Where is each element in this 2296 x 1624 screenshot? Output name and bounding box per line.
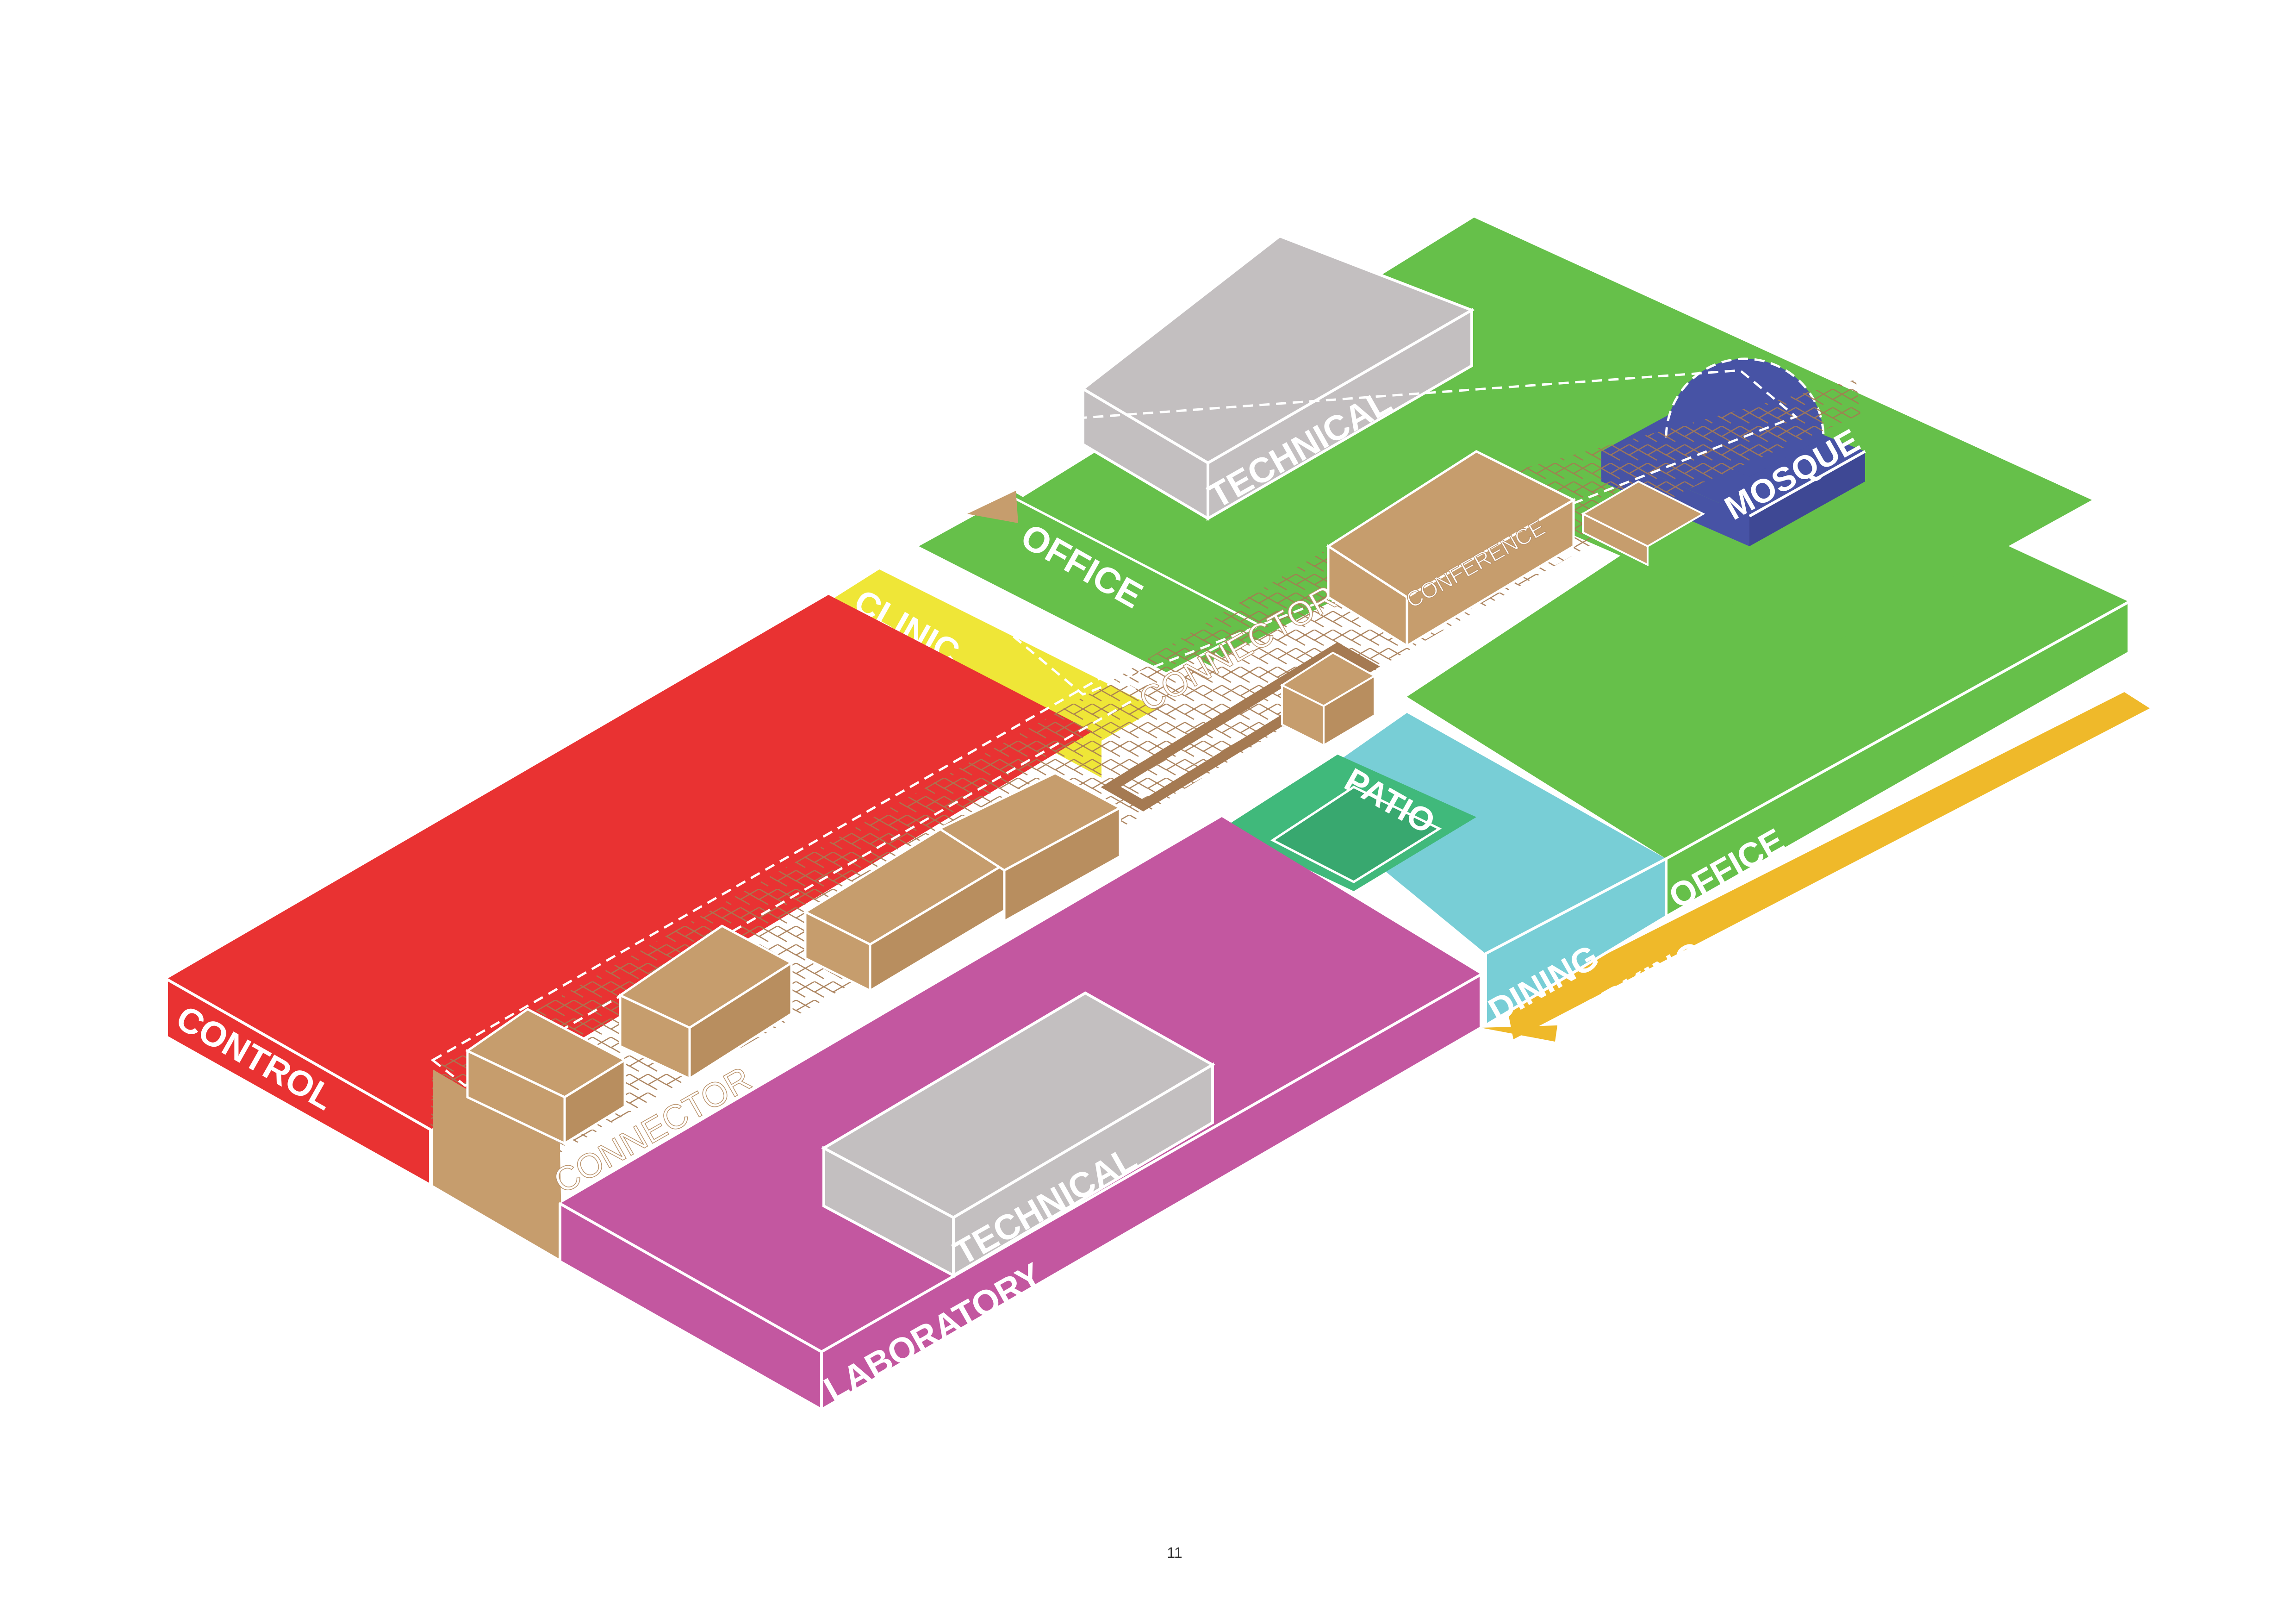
room-box — [1580, 480, 1705, 567]
room-box — [937, 772, 1123, 924]
office-top-field — [1018, 218, 2092, 657]
office-top-block: OFFICE — [914, 491, 1262, 675]
connector-rooms: CONFERENCE — [465, 450, 1705, 1146]
page-number: 11 — [1167, 1544, 1182, 1561]
room-box — [1280, 651, 1377, 747]
conference-box: CONFERENCE — [1326, 450, 1576, 648]
room-box — [465, 1008, 628, 1146]
room-box — [617, 924, 794, 1081]
